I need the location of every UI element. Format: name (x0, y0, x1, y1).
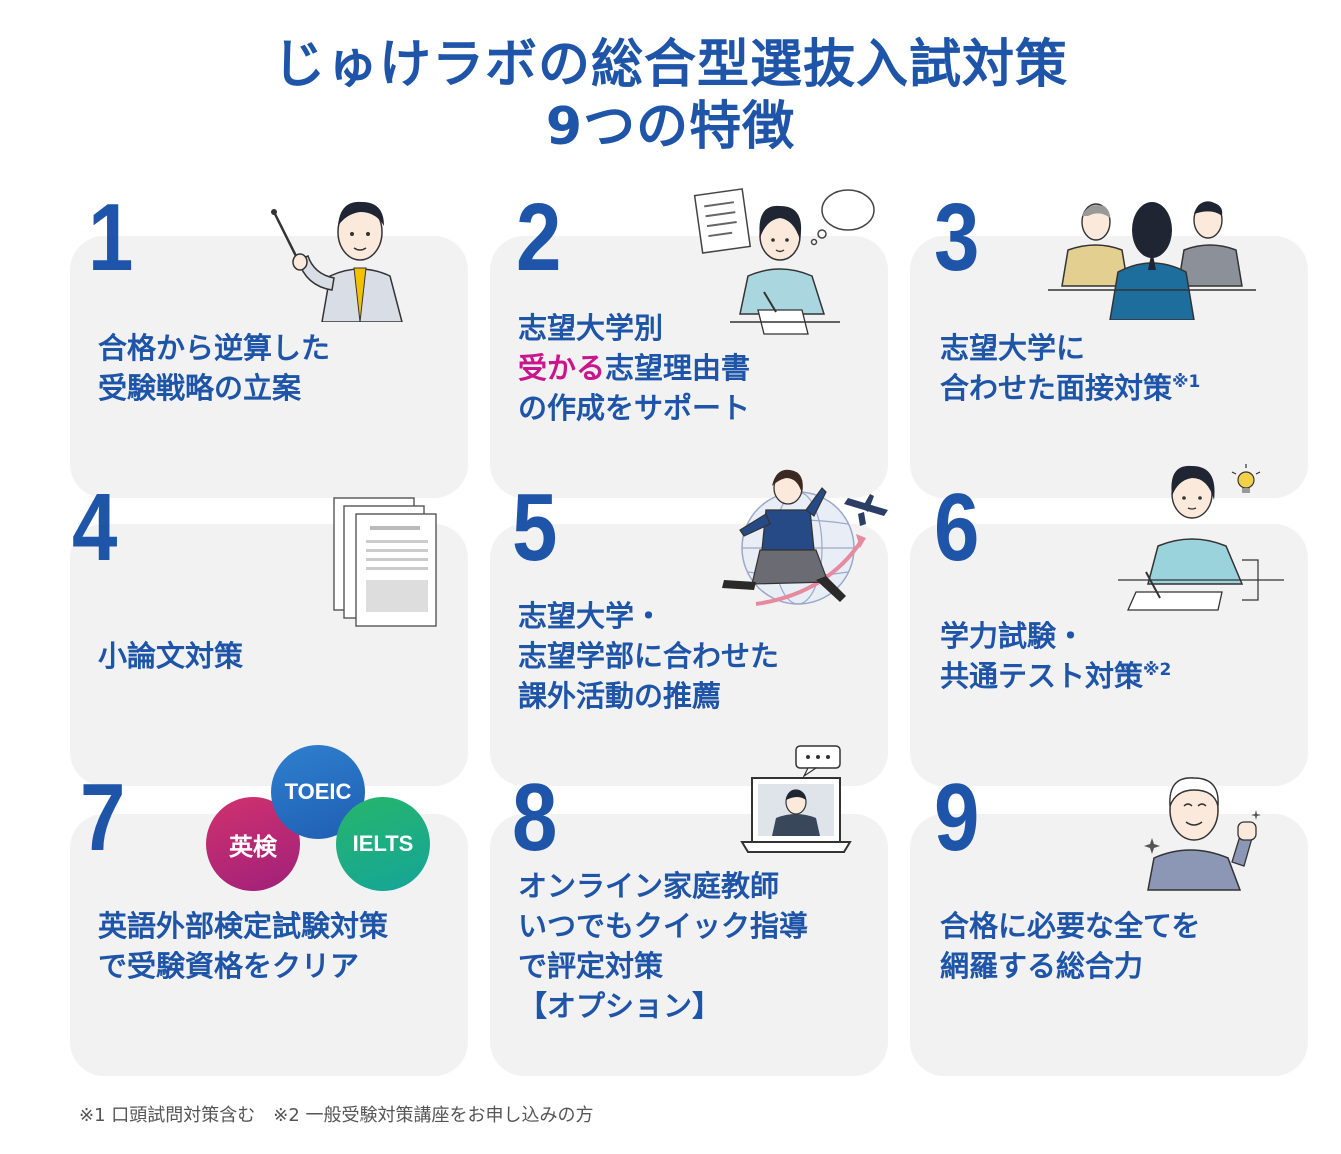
feature-card-8 (490, 814, 888, 1076)
feature-number: 9 (934, 764, 980, 871)
feature-number: 1 (88, 184, 134, 291)
feature-card-6 (910, 524, 1308, 786)
feature-description-2: 志望大学別 受かる志望理由書 の作成をサポート (518, 311, 751, 425)
footnote-marker: ※1 (1172, 372, 1201, 392)
title-line-2: 9つの特徴 (545, 97, 796, 157)
feature-number: 7 (80, 764, 126, 871)
feature-description-5: 志望大学・ 志望学部に合わせた 課外活動の推薦 (518, 599, 780, 713)
feature-number: 6 (934, 474, 980, 581)
feature-description-9: 合格に必要な全てを 網羅する総合力 (940, 909, 1201, 983)
page-title: じゅけラボの総合型選抜入試対策 9つの特徴 (0, 34, 1341, 158)
online-tutor-laptop-illustration (740, 745, 852, 853)
highlight-text: 受かる (518, 351, 606, 385)
confident-student-illustration (1144, 777, 1261, 891)
feature-number: 3 (934, 184, 980, 291)
teacher-pointer-illustration (271, 201, 403, 322)
feature-number: 5 (512, 474, 558, 581)
feature-card-1 (70, 236, 468, 498)
feature-description-3: 志望大学に 合わせた面接対策※1 (940, 331, 1201, 405)
feature-description-1: 合格から逆算した 受験戦略の立案 (98, 331, 331, 405)
student-writing-illustration (693, 188, 875, 335)
feature-number: 4 (72, 474, 118, 581)
running-student-globe-illustration (722, 469, 888, 606)
essay-papers-illustration (333, 497, 437, 627)
feature-number: 2 (516, 184, 562, 291)
title-line-1: じゅけラボの総合型選抜入試対策 (272, 35, 1068, 95)
feature-description-6: 学力試験・ 共通テスト対策※2 (940, 619, 1172, 693)
interview-illustration (1048, 201, 1256, 320)
feature-description-7: 英語外部検定試験対策 で受験資格をクリア (98, 909, 389, 983)
feature-card-2 (490, 236, 888, 498)
footnote: ※1 口頭試問対策含む ※2 一般受験対策講座をお申し込みの方 (79, 1105, 594, 1126)
feature-description-4: 小論文対策 (98, 639, 244, 673)
feature-description-8: オンライン家庭教師 いつでもクイック指導 で評定対策 【オプション】 (518, 869, 809, 1023)
ielts-badge: IELTS (336, 797, 430, 891)
feature-number: 8 (512, 764, 558, 871)
student-studying-illustration (1118, 464, 1284, 611)
footnote-marker: ※2 (1143, 660, 1172, 680)
